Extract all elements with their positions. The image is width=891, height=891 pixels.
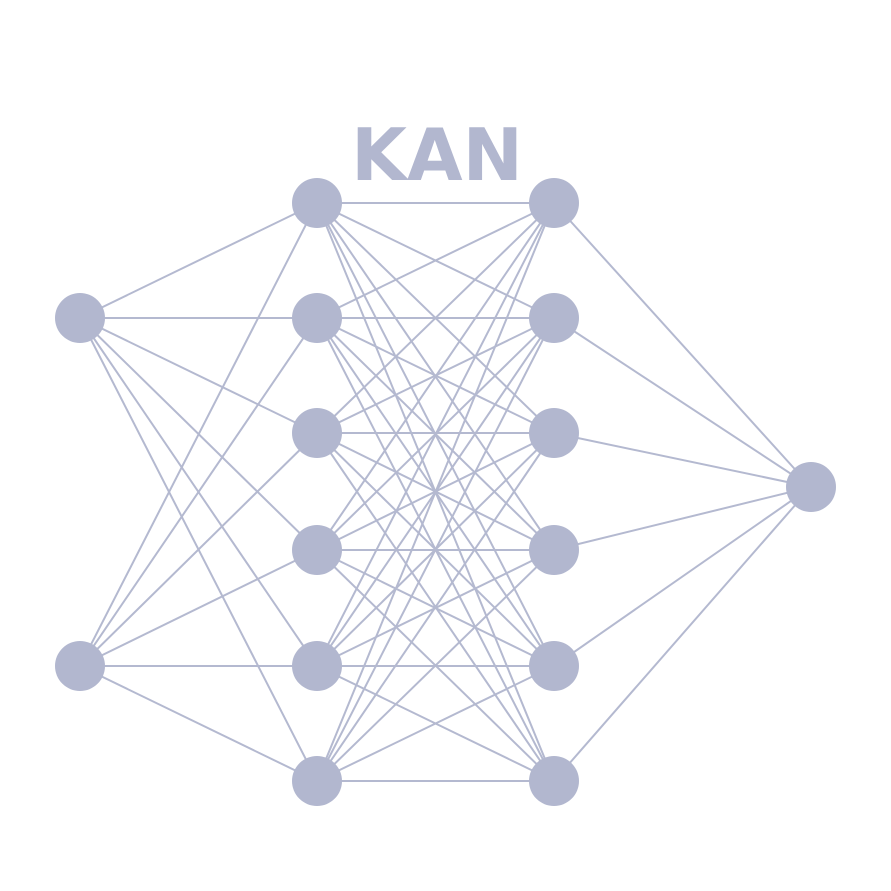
connection-input-2-to-hidden-1-2: [79, 317, 318, 667]
hidden-1-node-2: [292, 293, 342, 343]
neurons: [55, 178, 836, 806]
hidden-2-node-1: [529, 178, 579, 228]
connection-hidden-2-3-to-output-1: [553, 432, 812, 488]
connection-hidden-1-5-to-hidden-2-1: [316, 202, 555, 667]
connection-hidden-1-2-to-hidden-2-1: [316, 202, 555, 319]
hidden-1-node-1: [292, 178, 342, 228]
connection-hidden-1-4-to-hidden-2-1: [316, 202, 555, 551]
hidden-1-node-5: [292, 641, 342, 691]
hidden-2-node-5: [529, 641, 579, 691]
connection-hidden-1-6-to-hidden-2-2: [316, 317, 555, 782]
connection-input-2-to-hidden-1-3: [79, 432, 318, 667]
hidden-1-node-3: [292, 408, 342, 458]
diagram-title: KAN: [351, 113, 523, 197]
connection-hidden-2-2-to-output-1: [553, 317, 812, 488]
connection-hidden-1-3-to-hidden-2-1: [316, 202, 555, 434]
hidden-2-node-3: [529, 408, 579, 458]
connection-hidden-1-6-to-hidden-2-4: [316, 549, 555, 782]
connection-input-2-to-hidden-1-1: [79, 202, 318, 667]
hidden-2-node-6: [529, 756, 579, 806]
connection-hidden-1-6-to-hidden-2-5: [316, 665, 555, 782]
connection-input-2-to-hidden-1-4: [79, 549, 318, 667]
connection-hidden-2-5-to-output-1: [553, 486, 812, 667]
connection-hidden-1-6-to-hidden-2-3: [316, 432, 555, 782]
output-node-1: [786, 462, 836, 512]
connections: [79, 202, 812, 782]
connection-hidden-1-6-to-hidden-2-1: [316, 202, 555, 782]
connection-input-1-to-hidden-1-1: [79, 202, 318, 319]
input-node-2: [55, 641, 105, 691]
connection-hidden-2-1-to-output-1: [553, 202, 812, 488]
connection-input-1-to-hidden-1-3: [79, 317, 318, 434]
connection-input-2-to-hidden-1-6: [79, 665, 318, 782]
hidden-1-node-6: [292, 756, 342, 806]
hidden-2-node-2: [529, 293, 579, 343]
input-node-1: [55, 293, 105, 343]
hidden-2-node-4: [529, 525, 579, 575]
connection-hidden-2-4-to-output-1: [553, 486, 812, 551]
connection-hidden-2-6-to-output-1: [553, 486, 812, 782]
hidden-1-node-4: [292, 525, 342, 575]
